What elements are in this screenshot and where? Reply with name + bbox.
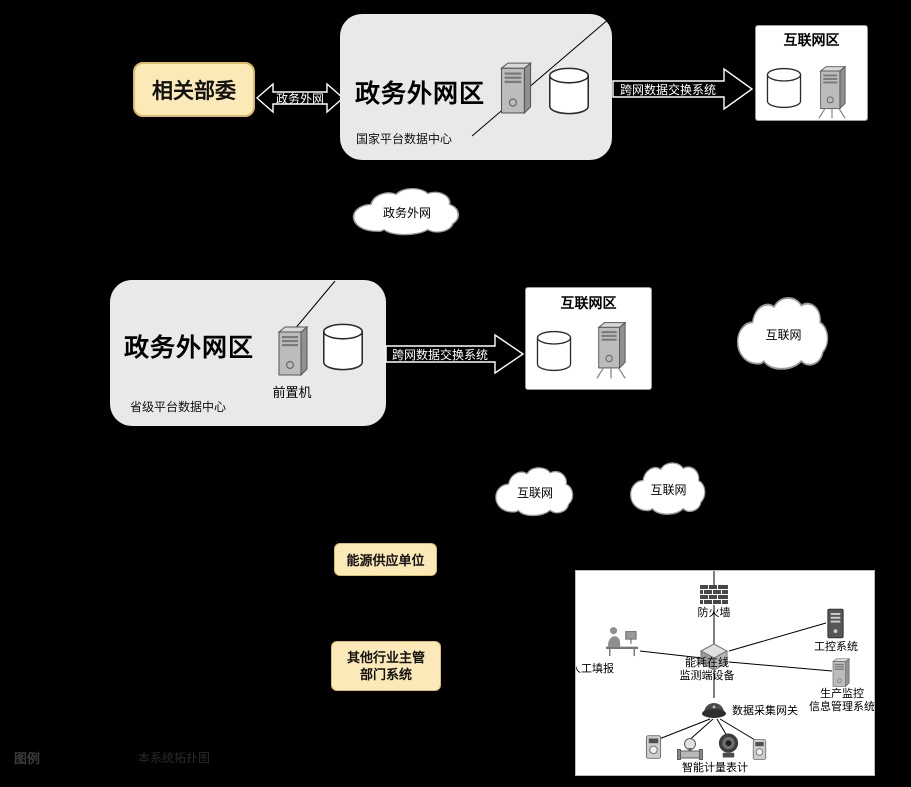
other-industry-label-line1: 其他行业主管: [346, 650, 425, 665]
provincial-platform-datacenter-label: 省级平台数据中心: [130, 400, 227, 414]
smart-meter-icon: [752, 738, 767, 761]
internet-cloud-lower-2-label: 互联网: [650, 482, 687, 497]
related-ministries-label: 相关部委: [152, 79, 236, 103]
gov-extranet-zone-national: 政务外网区 国家平台数据中心: [340, 14, 612, 160]
front-end-server-icon: [274, 324, 310, 376]
national-platform-datacenter-label: 国家平台数据中心: [356, 132, 453, 146]
database-icon: [765, 66, 803, 110]
enterprise-monitoring-panel: 防火墙 人工填报 能耗在线 监测端设备 工控系统 生产监控 信息管理系统 数据采…: [575, 570, 875, 776]
internet-cloud-lower-2: 互联网: [626, 460, 711, 518]
gov-extranet-arrow-label: 政务外网: [275, 91, 324, 106]
monitoring-device-label-line1: 能耗在线: [685, 657, 729, 669]
gov-extranet-zone-provincial-title: 政务外网区: [124, 334, 255, 362]
legend-note: 本系统拓扑图: [138, 751, 211, 765]
cross-network-exchange-arrow-mid: 跨网数据交换系统: [385, 332, 525, 376]
connector-line: [471, 17, 611, 137]
internet-cloud-lower-1-label: 互联网: [516, 485, 553, 500]
monitoring-device-label-line2: 监测端设备: [679, 670, 735, 682]
related-ministries-node: 相关部委: [133, 62, 255, 117]
production-system-label-line1: 生产监控: [820, 688, 864, 700]
server-icon: [496, 60, 534, 114]
data-gateway-icon: [700, 698, 728, 720]
right-arrow-icon: [612, 67, 754, 111]
internet-cloud-right: 互联网: [732, 294, 835, 374]
server-with-stand-icon: [594, 318, 628, 382]
gov-extranet-cloud-label: 政务外网: [382, 205, 431, 220]
internet-cloud-right-label: 互联网: [765, 327, 802, 342]
flow-meter-icon: [677, 737, 703, 761]
database-icon: [320, 322, 366, 372]
other-industry-node: 其他行业主管 部门系统: [331, 641, 441, 691]
internet-zone-mid-title: 互联网区: [560, 295, 617, 311]
internet-zone-top: 互联网区: [755, 25, 868, 121]
monitoring-device-label: 能耗在线 监测端设备: [669, 657, 745, 683]
gauge-meter-icon: [716, 732, 741, 760]
manual-entry-person-icon: [602, 625, 642, 657]
energy-supplier-label: 能源供应单位: [346, 553, 425, 568]
other-industry-label-line2: 部门系统: [359, 667, 412, 682]
manual-entry-label: 人工填报: [576, 663, 614, 675]
industrial-control-icon: [825, 608, 846, 639]
gov-extranet-zone-provincial: 政务外网区 前置机 省级平台数据中心: [110, 280, 386, 426]
cross-network-exchange-arrow-top: 跨网数据交换系统: [612, 66, 754, 112]
cross-network-exchange-label-top: 跨网数据交换系统: [620, 82, 717, 97]
gov-extranet-zone-title: 政务外网区: [355, 80, 486, 108]
connector-line: [293, 280, 336, 331]
cross-network-exchange-label-mid: 跨网数据交换系统: [392, 347, 489, 362]
firewall-icon: [700, 585, 728, 605]
front-machine-label: 前置机: [272, 385, 312, 400]
production-system-label-line2: 信息管理系统: [809, 701, 875, 713]
gov-extranet-double-arrow: 政务外网: [255, 80, 345, 116]
smart-meters-label: 智能计量表计: [682, 762, 748, 774]
data-gateway-label: 数据采集网关: [732, 705, 798, 717]
internet-zone-top-title: 互联网区: [783, 32, 840, 48]
internet-zone-mid: 互联网区: [525, 287, 652, 390]
right-arrow-icon: [385, 333, 525, 375]
legend-label: 图例: [14, 751, 41, 766]
server-with-stand-icon: [816, 64, 848, 120]
database-icon: [535, 328, 573, 374]
smart-meter-icon: [645, 734, 662, 760]
database-icon: [546, 66, 592, 116]
production-system-icon: [828, 657, 853, 687]
gov-extranet-cloud: 政务外网: [347, 186, 467, 238]
internet-cloud-lower-1: 互联网: [491, 465, 579, 519]
production-system-label: 生产监控 信息管理系统: [805, 688, 875, 714]
industrial-control-label: 工控系统: [814, 641, 858, 653]
energy-supplier-node: 能源供应单位: [334, 543, 437, 576]
firewall-label: 防火墙: [697, 607, 731, 619]
